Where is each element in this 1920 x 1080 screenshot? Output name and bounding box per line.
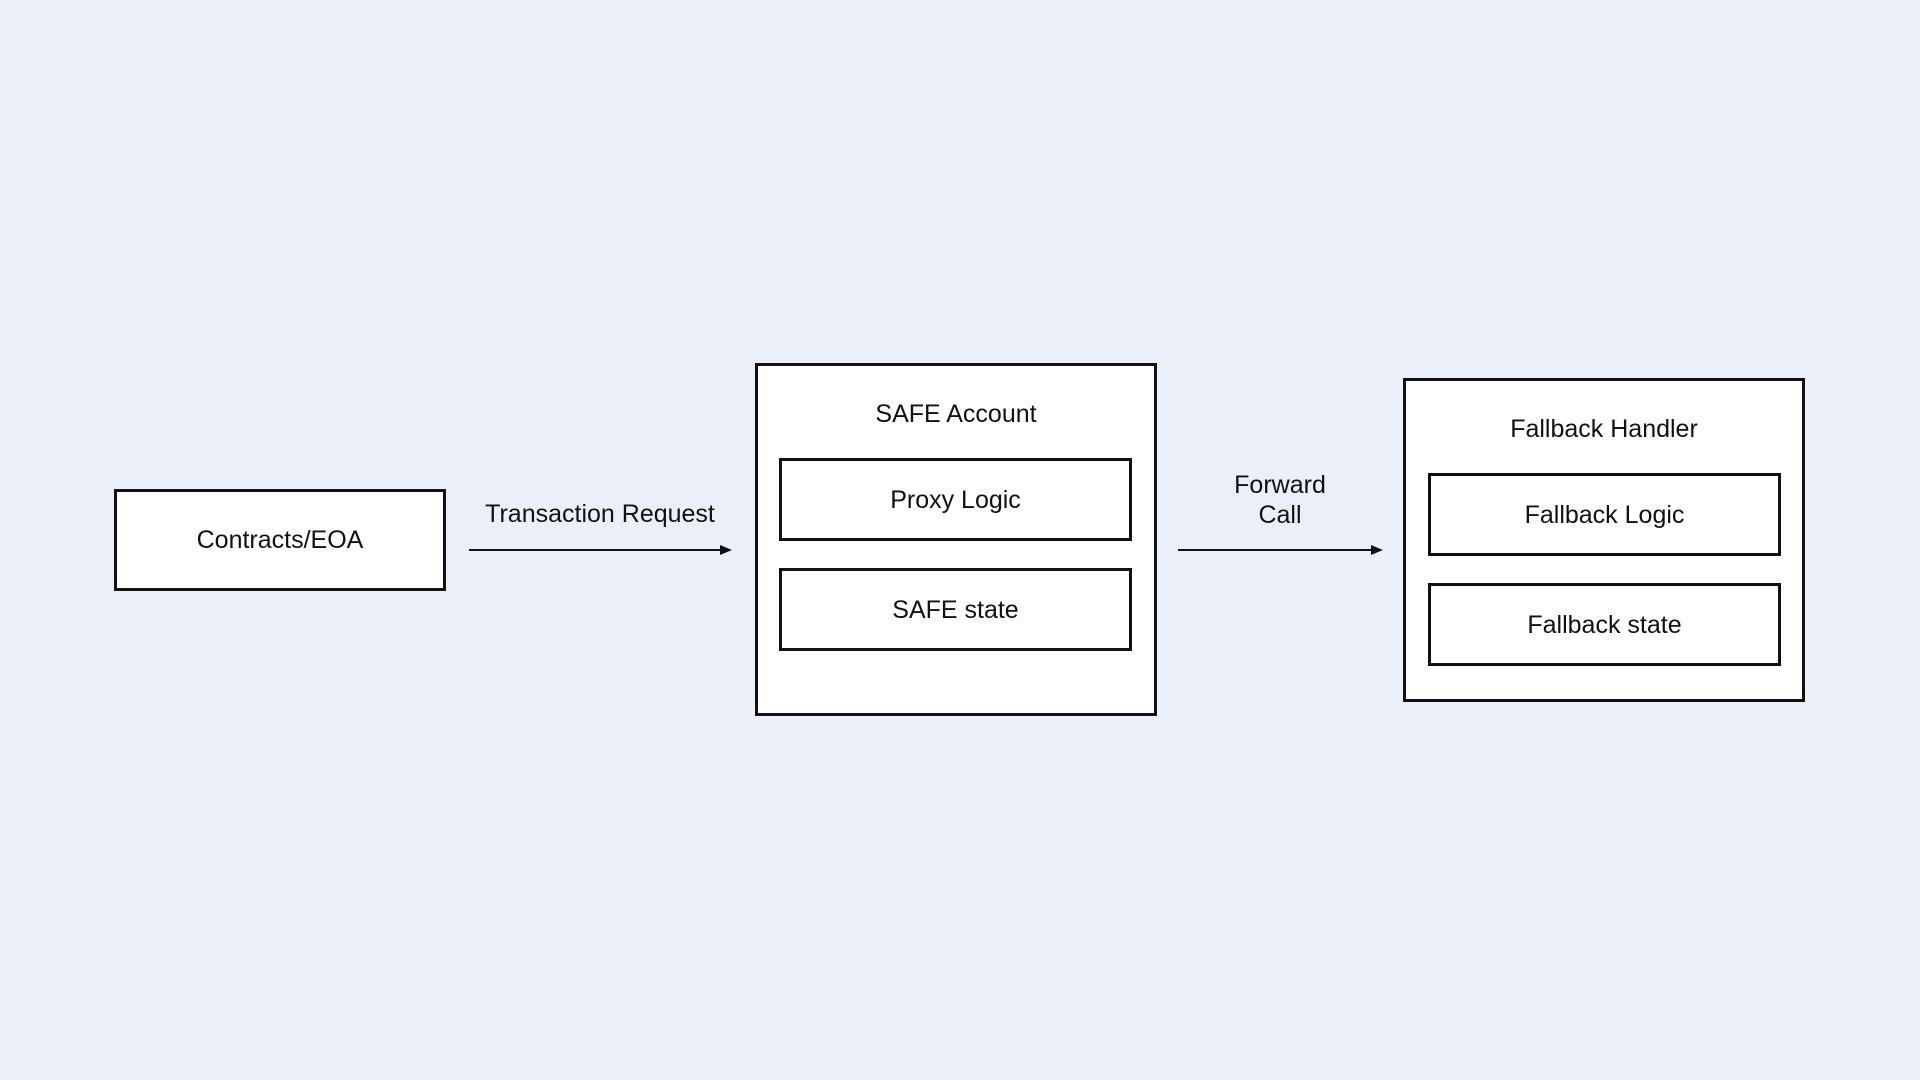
safe-state-label: SAFE state [892,595,1019,624]
safe-state-node: SAFE state [779,568,1132,651]
transaction-request-label: Transaction Request [485,500,715,528]
forward-call-label-line1: Forward [1234,471,1326,499]
contracts-eoa-node: Contracts/EOA [114,489,446,591]
safe-account-title: SAFE Account [875,400,1037,428]
fallback-logic-label: Fallback Logic [1524,500,1685,529]
fallback-handler-title: Fallback Handler [1510,415,1698,443]
transaction-request-arrow [469,545,732,555]
contracts-eoa-label: Contracts/EOA [196,526,364,554]
proxy-logic-label: Proxy Logic [890,485,1021,514]
forward-call-arrow [1178,545,1383,555]
proxy-logic-node: Proxy Logic [779,458,1132,541]
fallback-logic-node: Fallback Logic [1428,473,1781,556]
forward-call-label: Forward Call [1200,470,1360,530]
fallback-state-node: Fallback state [1428,583,1781,666]
fallback-state-label: Fallback state [1527,610,1682,639]
forward-call-label-line2: Call [1258,501,1302,529]
